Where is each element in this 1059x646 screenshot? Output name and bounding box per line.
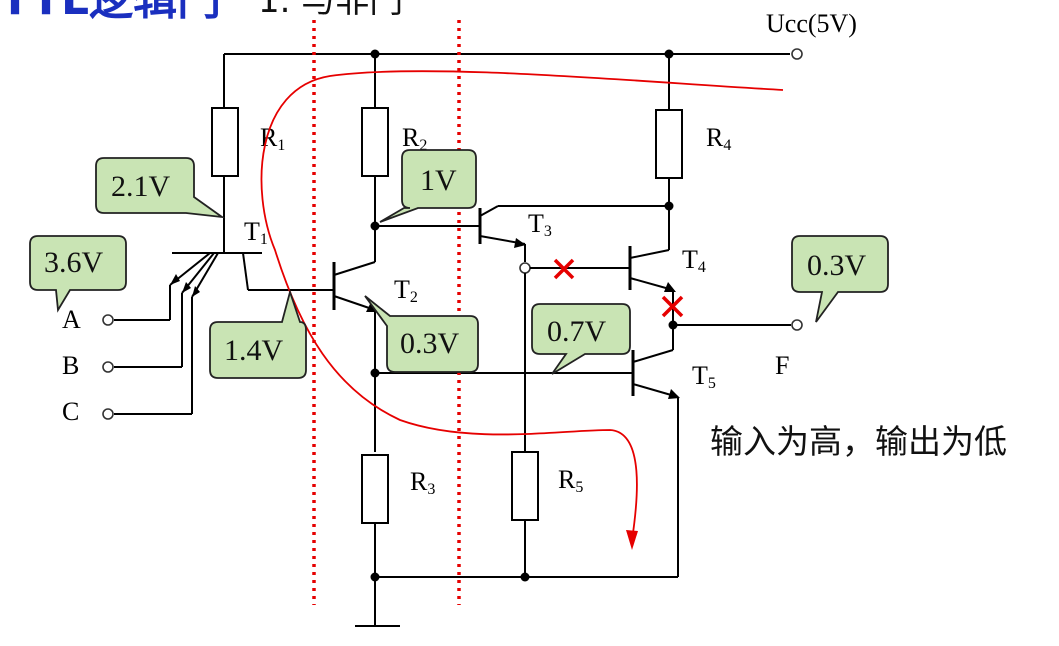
title-suffix: 1. 与非门 [258,0,403,21]
callout-input: 3.6V [29,235,127,313]
callout-t2-emitter: 0.3V [364,295,479,373]
r5-label: R5 [558,465,583,496]
cutoff-mark-t4 [661,295,684,318]
output-label: F [775,351,789,380]
resistor-r1 [211,107,239,177]
callout-t5-base: 0.7V [531,303,631,375]
r5-branch: R5 [511,262,583,582]
svg-text:2.1V: 2.1V [111,170,171,203]
behavior-note: 输入为高，输出为低 [710,422,1007,461]
svg-text:0.3V: 0.3V [807,249,867,282]
r4-branch: R4 [655,54,731,250]
input-a-terminal [102,314,114,326]
ucc-label: Ucc(5V) [766,9,857,38]
r3-label: R3 [410,467,435,498]
transistor-t5: T5 [375,349,716,578]
t4-label: T4 [682,245,706,276]
r4-label: R4 [706,123,731,154]
supply-rail: Ucc(5V) [224,9,857,60]
slide-title: TTL逻辑门 1. 与非门 [0,0,403,25]
t3-label: T3 [528,209,552,240]
svg-text:3.6V: 3.6V [44,246,104,279]
svg-text:0.7V: 0.7V [547,315,607,348]
transistor-t2: T2 [332,226,418,452]
callout-t2-collector: 1V [379,149,477,223]
resistor-r5 [511,451,539,521]
input-b-terminal [102,361,114,373]
t1-label: T1 [244,217,268,248]
resistor-r3 [361,454,389,524]
input-b-label: B [62,351,79,380]
cutoff-mark-t3 [553,258,575,280]
svg-text:1.4V: 1.4V [224,334,284,367]
current-flow-curve [260,70,784,541]
input-a-label: A [62,305,81,334]
inputs: A B C [62,285,193,426]
r1-branch: R1 [211,54,285,252]
title-prefix: TTL逻辑门 [0,0,221,25]
input-c-label: C [62,397,79,426]
svg-text:1V: 1V [420,164,457,197]
output-terminal [791,319,803,331]
callout-t1-base: 2.1V [95,157,226,219]
t5-label: T5 [692,361,716,392]
r3-branch: R3 [355,454,435,627]
r2-branch: R2 [361,54,427,231]
resistor-r4 [655,109,683,179]
r2-label: R2 [402,123,427,154]
input-c-terminal [102,408,114,420]
svg-text:0.3V: 0.3V [400,327,460,360]
resistor-r2 [361,107,389,177]
transistor-t3: T3 [375,201,674,262]
transistor-t1: T1 [169,217,334,298]
output: F [673,319,803,380]
callout-output: 0.3V [791,235,889,323]
ucc-terminal [791,48,803,60]
current-flow-arrowhead [626,530,638,550]
transistor-t4: T4 [530,245,706,350]
callout-t2-base: 1.4V [209,288,307,379]
t2-label: T2 [394,275,418,306]
